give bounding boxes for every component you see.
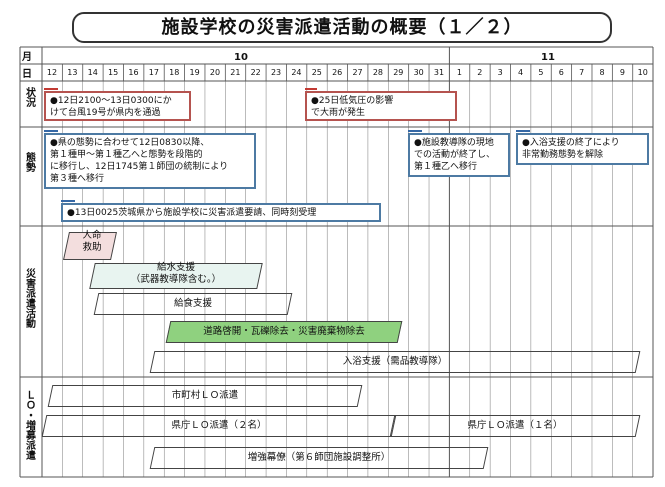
section-situation: 状況 (23, 87, 35, 107)
day-nov-8: 8 (599, 68, 605, 77)
posture-b-line2: での活動が終了し、 (414, 150, 496, 160)
rain-note-line2: で大雨が発生 (311, 108, 366, 118)
request-marker (61, 200, 75, 202)
posture-marker-a (44, 130, 58, 132)
day-oct-15: 15 (108, 68, 119, 77)
month-october: 10 (234, 52, 248, 63)
posture-a-line4: 第３種へ移行 (50, 174, 105, 184)
month-november: 11 (541, 52, 555, 63)
day-oct-23: 23 (270, 68, 282, 77)
day-oct-17: 17 (148, 68, 159, 77)
pref-lo2-label: 県庁ＬＯ派遣（２名） (171, 420, 267, 431)
posture-c-line1: ●入浴支援の終了により (522, 138, 620, 148)
posture-c-line2: 非常勤務態勢を解除 (522, 150, 604, 160)
water-label: 給水支援 （武器教導隊含む。） (92, 262, 260, 286)
day-oct-28: 28 (372, 68, 383, 77)
day-oct-19: 19 (189, 68, 200, 77)
day-oct-22: 22 (250, 68, 261, 77)
day-nov-3: 3 (497, 68, 503, 77)
posture-note-b: ●施設教導隊の現地 での活動が終了し、 第１種乙へ移行 (408, 133, 510, 177)
section-dispatch: 災害派遣活動 (23, 268, 35, 328)
day-nov-9: 9 (619, 68, 625, 77)
rescue-label-line1: 人命 (82, 230, 102, 241)
section-liaison: ＬＯ・増募派遣 (23, 390, 35, 460)
day-oct-30: 30 (413, 68, 424, 77)
day-oct-31: 31 (433, 68, 445, 77)
page-title: 施設学校の災害派遣活動の概要（１／２） (72, 12, 612, 43)
road-label: 道路啓開・瓦礫除去・災害廃棄物除去 (203, 326, 365, 337)
day-nov-5: 5 (538, 68, 544, 77)
month-label: 月 (22, 52, 32, 63)
posture-b-line3: 第１種乙へ移行 (414, 162, 478, 172)
posture-marker-b (408, 130, 422, 132)
typhoon-note-line1: ●12日2100～13日0300にか (50, 96, 172, 106)
rescue-label: 人命 救助 (70, 230, 114, 254)
rain-marker (305, 88, 317, 90)
day-oct-29: 29 (393, 68, 404, 77)
typhoon-note: ●12日2100～13日0300にか けて台風19号が県内を通過 (44, 91, 191, 121)
day-oct-24: 24 (291, 68, 302, 77)
day-oct-13: 13 (67, 68, 78, 77)
typhoon-marker (44, 88, 58, 90)
day-nov-1: 1 (456, 68, 462, 77)
bath-label: 入浴支援（需品教導隊） (342, 356, 448, 367)
rescue-label-line2: 救助 (82, 242, 102, 253)
day-nov-4: 4 (517, 68, 524, 77)
posture-b-line1: ●施設教導隊の現地 (414, 138, 494, 148)
request-note: ●13日0025茨城県から施設学校に災害派遣要請、同時刻受理 (61, 203, 381, 222)
posture-note-c: ●入浴支援の終了により 非常勤務態勢を解除 (516, 133, 649, 165)
posture-a-line3: に移行し、12日1745第１師団の統制により (50, 162, 229, 172)
day-oct-27: 27 (352, 68, 363, 77)
day-oct-16: 16 (128, 68, 139, 77)
water-label-line1: 給水支援 (156, 262, 195, 273)
water-label-line2: （武器教導隊含む。） (130, 274, 222, 285)
day-oct-21: 21 (230, 68, 241, 77)
city-lo-label: 市町村ＬＯ派遣 (171, 390, 239, 401)
day-nov-7: 7 (579, 68, 585, 77)
day-oct-14: 14 (87, 68, 98, 77)
section-posture: 態勢 (23, 152, 35, 172)
posture-a-line1: ●県の態勢に合わせて12日0830以降、 (50, 138, 210, 148)
day-oct-18: 18 (169, 68, 180, 77)
day-label: 日 (22, 69, 32, 80)
day-oct-12: 12 (46, 68, 58, 77)
reinforce-label: 増強幕僚（第６師団施設調整所） (247, 452, 391, 463)
day-oct-25: 25 (311, 68, 322, 77)
rain-note-line1: ●25日低気圧の影響 (311, 96, 394, 106)
day-nov-6: 6 (558, 68, 564, 77)
posture-marker-c (516, 130, 530, 132)
day-oct-20: 20 (209, 68, 221, 77)
day-nov-2: 2 (477, 68, 483, 77)
posture-note-a: ●県の態勢に合わせて12日0830以降、 第１種甲～第１種乙へと態勢を段階的 に… (44, 133, 256, 189)
day-nov-10: 10 (637, 68, 648, 77)
pref-lo1-label: 県庁ＬＯ派遣（１名） (467, 420, 563, 431)
typhoon-note-line2: けて台風19号が県内を通過 (50, 108, 161, 118)
day-oct-26: 26 (332, 68, 343, 77)
rain-note: ●25日低気圧の影響 で大雨が発生 (305, 91, 457, 121)
food-label: 給食支援 (173, 298, 212, 309)
posture-a-line2: 第１種甲～第１種乙へと態勢を段階的 (50, 150, 203, 160)
